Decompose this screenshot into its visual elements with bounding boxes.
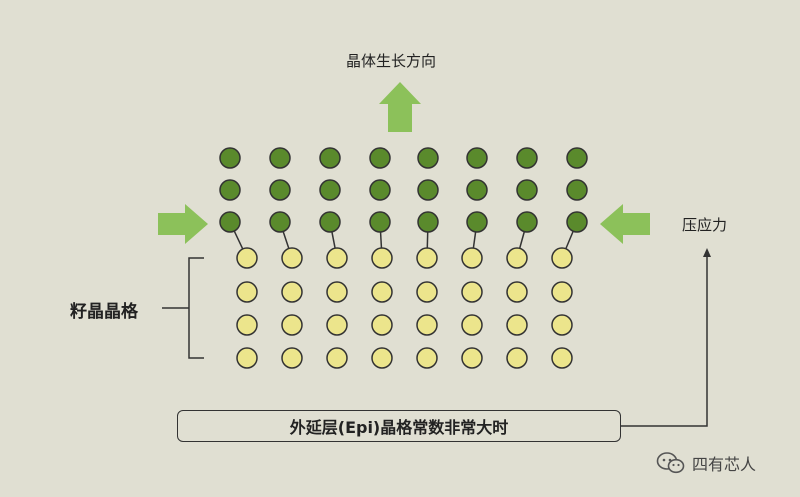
epi-atom [466, 211, 488, 233]
epi-atom [417, 179, 439, 201]
stress-connector-line [621, 255, 708, 427]
left-stress-arrow-icon [158, 204, 208, 244]
seed-atom [551, 314, 573, 336]
seed-atom [506, 347, 528, 369]
compressive-stress-label: 压应力 [682, 216, 728, 234]
epi-atom [219, 147, 241, 169]
seed-atom [281, 247, 303, 269]
seed-atom [551, 281, 573, 303]
bond-line [282, 231, 290, 249]
seed-atom [371, 247, 393, 269]
seed-atom [326, 347, 348, 369]
epi-atom [516, 147, 538, 169]
seed-atom [281, 347, 303, 369]
watermark-text: 四有芯人 [692, 455, 757, 474]
bond-line [565, 230, 574, 250]
seed-atom [371, 314, 393, 336]
seed-lattice-label: 籽晶晶格 [70, 302, 138, 322]
epi-atom [319, 179, 341, 201]
right-stress-arrow-icon [600, 204, 650, 244]
epi-atom [319, 147, 341, 169]
epi-atom [566, 211, 588, 233]
epi-atom [269, 147, 291, 169]
seed-atom [281, 281, 303, 303]
seed-atom [506, 247, 528, 269]
epi-atom [516, 179, 538, 201]
stress-connector-arrowhead-icon [703, 248, 711, 257]
seed-atom [461, 247, 483, 269]
seed-atom [551, 247, 573, 269]
seed-atom [416, 281, 438, 303]
bond-lines [233, 230, 574, 250]
bond-line [233, 230, 244, 250]
epi-atom [219, 211, 241, 233]
seed-atom [461, 314, 483, 336]
epi-atom [219, 179, 241, 201]
seed-atom [416, 314, 438, 336]
epi-atom [466, 179, 488, 201]
seed-atom [236, 247, 258, 269]
epi-condition-box: 外延层(Epi)晶格常数非常大时 [177, 410, 621, 442]
bond-line [518, 231, 526, 249]
seed-atom [461, 281, 483, 303]
seed-atom [326, 281, 348, 303]
seed-atom [281, 314, 303, 336]
epi-layer-atoms [219, 147, 588, 233]
bond-line [472, 231, 477, 249]
epi-atom [566, 147, 588, 169]
epi-condition-label: 外延层(Epi)晶格常数非常大时 [289, 418, 509, 437]
seed-atom [551, 347, 573, 369]
epi-atom [369, 211, 391, 233]
epi-atom [269, 179, 291, 201]
seed-atom [416, 347, 438, 369]
wechat-icon [656, 452, 685, 474]
seed-layer-atoms [236, 247, 573, 369]
epi-atom [319, 211, 341, 233]
seed-atom [371, 347, 393, 369]
seed-atom [236, 281, 258, 303]
growth-direction-label: 晶体生长方向 [346, 52, 437, 70]
epi-atom [566, 179, 588, 201]
bond-line [379, 231, 383, 249]
epi-atom [417, 211, 439, 233]
watermark: 四有芯人 [656, 450, 756, 476]
seed-lattice-bracket [162, 257, 204, 359]
epi-atom [417, 147, 439, 169]
growth-arrow-icon [379, 82, 421, 132]
epi-atom [516, 211, 538, 233]
seed-atom [236, 347, 258, 369]
seed-atom [506, 314, 528, 336]
epi-atom [269, 211, 291, 233]
bond-line [331, 231, 336, 249]
seed-atom [416, 247, 438, 269]
seed-atom [461, 347, 483, 369]
seed-atom [326, 247, 348, 269]
seed-atom [326, 314, 348, 336]
epi-atom [466, 147, 488, 169]
seed-atom [236, 314, 258, 336]
seed-atom [506, 281, 528, 303]
seed-atom [371, 281, 393, 303]
epi-atom [369, 147, 391, 169]
epi-atom [369, 179, 391, 201]
